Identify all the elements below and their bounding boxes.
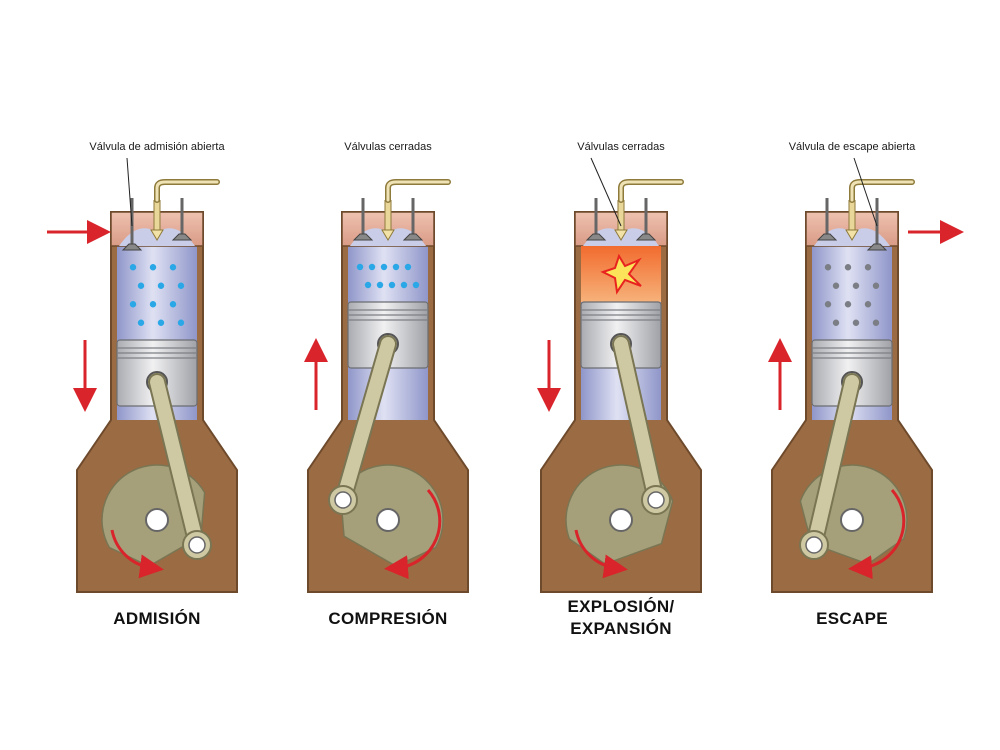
valve-label: Válvulas cerradas [577,141,665,153]
stroke-title: COMPRESIÓN [328,609,447,628]
exhaust-particle [864,264,872,271]
explosion-spark [600,253,642,295]
ignition-lead [154,179,220,203]
fuel-particle [412,281,420,289]
fuel-particle [129,301,137,308]
connecting-rod [807,375,859,552]
spark-plug [384,200,392,231]
fuel-particle [380,263,388,271]
exhaust-particle [832,282,840,289]
exhaust-particle [872,319,880,326]
rotation-arrow [384,489,442,580]
spark-plug-tip [614,229,628,241]
stroke-title: EXPLOSIÓN/ [568,597,675,616]
fuel-particle [177,282,185,289]
ignition-lead-highlight [850,180,914,202]
exhaust-particle [844,264,852,271]
fuel-particle [149,301,157,308]
exhaust-valve-head [866,243,888,251]
fuel-particle [137,319,145,326]
fuel-particle [376,281,384,289]
spark-plug [848,200,856,231]
intake-valve-head [352,233,374,241]
connecting-rod [150,375,204,552]
rotation-arrow [574,529,628,579]
spark-plug-tip [150,229,164,241]
exhaust-particle [872,282,880,289]
stroke-title: ESCAPE [816,609,888,628]
connecting-rod [614,337,663,507]
fuel-particle [392,263,400,271]
fuel-particle [177,319,185,326]
crankshaft-main [145,508,169,532]
fuel-particle [364,281,372,289]
intake-valve-head [121,243,143,251]
fuel-particle [157,319,165,326]
fuel-particle [356,263,364,271]
ignition-lead-highlight [386,180,450,202]
intake-valve-head [585,233,607,241]
exhaust-particle [864,301,872,308]
crankshaft-main [840,508,864,532]
stroke-title: EXPANSIÓN [570,619,672,638]
crank-pin [647,491,665,509]
ignition-lead [618,179,684,203]
crank-pin [334,491,352,509]
ignition-lead [849,179,915,203]
exhaust-particle [832,319,840,326]
exhaust-particle [824,264,832,271]
fuel-particle [368,263,376,271]
ignition-lead [385,179,451,203]
spark-plug [153,200,161,231]
stroke-title: ADMISIÓN [113,609,200,628]
intake-valve-head [816,233,838,241]
fuel-particle [404,263,412,271]
exhaust-valve-head [171,233,193,241]
valve-leader-line [853,157,878,227]
valve-leader-line [126,157,133,227]
ignition-lead-highlight [619,180,683,202]
valve-leader-line [590,157,622,227]
spark-plug-tip [845,229,859,241]
exhaust-particle [852,319,860,326]
exhaust-particle [824,301,832,308]
crank-pin [805,536,823,554]
spark-plug-tip [381,229,395,241]
fuel-particle [169,301,177,308]
fuel-particle [137,282,145,289]
fuel-particle [149,264,157,271]
fuel-particle [157,282,165,289]
fuel-particle [169,264,177,271]
exhaust-particle [852,282,860,289]
fuel-particle [400,281,408,289]
valve-label: Válvulas cerradas [344,141,432,153]
rotation-arrow [848,489,906,580]
exhaust-particle [844,301,852,308]
fuel-particle [388,281,396,289]
exhaust-valve-head [402,233,424,241]
rotation-arrow [110,529,164,579]
connecting-rod [336,337,395,507]
valve-label: Válvula de admisión abierta [89,141,225,153]
exhaust-valve-head [635,233,657,241]
fuel-particle [129,264,137,271]
valve-label: Válvula de escape abierta [789,141,916,153]
crankshaft-main [609,508,633,532]
ignition-lead-highlight [155,180,219,202]
crank-pin [188,536,206,554]
crankshaft-main [376,508,400,532]
